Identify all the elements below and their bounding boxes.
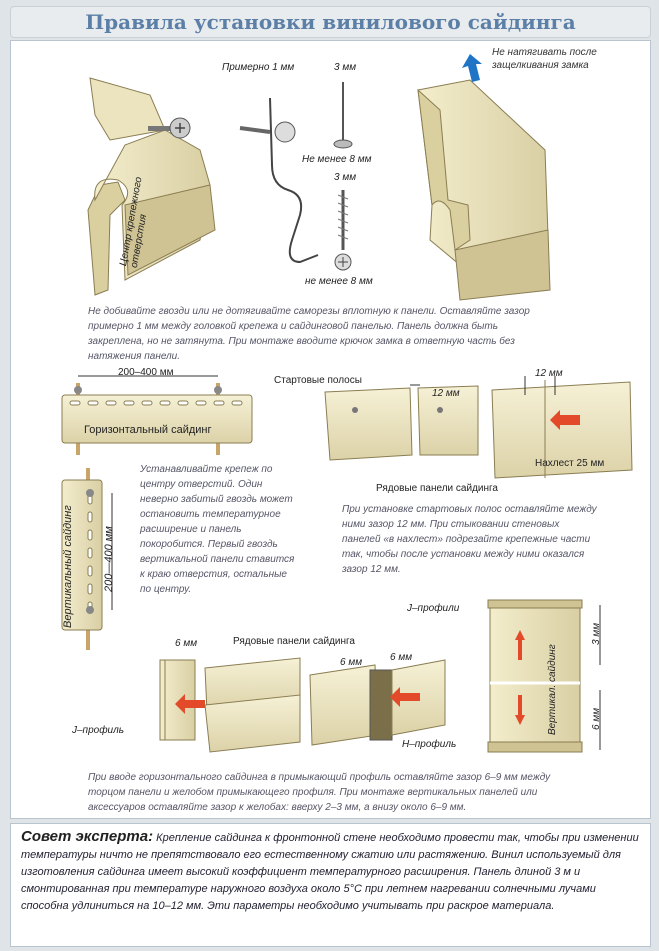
h-profile-graphic: [309, 659, 446, 746]
gap-6-bottom-label: 6 мм: [591, 707, 602, 730]
screw-diagram: [334, 190, 352, 271]
vertical-spacing-label: 200—400 мм: [103, 526, 115, 592]
gap-6-mid-b-label: 6 мм: [390, 652, 413, 663]
overlap-graphic: [491, 380, 633, 479]
dim-screw-head-label: 3 мм: [334, 172, 357, 183]
j-profile-left-label: J–профиль: [72, 725, 125, 736]
vertical-siding-graphic: [61, 468, 113, 650]
dim-min-8-a-label: Не менее 8 мм: [302, 154, 372, 165]
top-note: Не добивайте гвозди или не дотягивайте с…: [88, 306, 530, 362]
no-tension-label: Не натягивать после защелкивания замка: [492, 47, 597, 71]
dim-nail-head-label: 3 мм: [334, 62, 357, 73]
fastener-note: Устанавливайте крепеж по центру отверсти…: [140, 464, 295, 595]
gap-6-left-label: 6 мм: [175, 638, 198, 649]
starter-strips-graphic: [324, 384, 479, 461]
start-strips-label: Стартовые полосы: [274, 375, 362, 386]
page-title: Правила установки винилового сайдинга: [10, 6, 651, 38]
expert-paragraph: Совет эксперта: Крепление сайдинга к фро…: [21, 828, 640, 915]
horizontal-spacing-label: 200–400 мм: [118, 367, 174, 378]
start-note: При установке стартовых полос оставляйте…: [342, 504, 597, 575]
bottom-note: При вводе горизонтального сайдинга в при…: [88, 772, 551, 813]
vertical-siding-right-label: Вертикал. сайдинг: [547, 644, 558, 735]
overlap-label: Нахлест 25 мм: [535, 458, 605, 469]
row-panels-graphic: [204, 657, 301, 753]
expert-text: Крепление сайдинга к фронтонной стене не…: [21, 832, 639, 912]
expert-heading: Совет эксперта:: [21, 828, 154, 845]
row-panels-mid-label: Рядовые панели сайдинга: [376, 483, 498, 494]
gap-12a-label: 12 мм: [432, 388, 460, 399]
gap-12b-label: 12 мм: [535, 368, 563, 379]
j-profiles-right-label: J–профили: [407, 603, 460, 614]
h-profile-label: Н–профиль: [402, 739, 457, 750]
horizontal-siding-graphic: [61, 375, 253, 455]
panel-profile-right: [417, 79, 551, 301]
vertical-siding-j-profiles: [487, 599, 583, 753]
panel-profile-left: [87, 77, 216, 296]
dim-min-8-b-label: не менее 8 мм: [305, 276, 373, 287]
expert-advice-box: Совет эксперта: Крепление сайдинга к фро…: [10, 823, 651, 947]
gap-3-top-label: 3 мм: [591, 622, 602, 645]
screw-icon: [148, 117, 191, 139]
j-profile-graphic: [159, 659, 205, 741]
gap-6-mid-a-label: 6 мм: [340, 657, 363, 668]
nail-diagram: [239, 82, 353, 264]
arrow-up-icon: [462, 54, 482, 82]
dimension-lines: [524, 376, 601, 750]
row-panels-bottom-label: Рядовые панели сайдинга: [233, 636, 355, 647]
vertical-siding-label: Вертикальный сайдинг: [62, 505, 74, 628]
horizontal-siding-label: Горизонтальный сайдинг: [84, 424, 212, 436]
dim-gap-label: Примерно 1 мм: [222, 62, 295, 73]
